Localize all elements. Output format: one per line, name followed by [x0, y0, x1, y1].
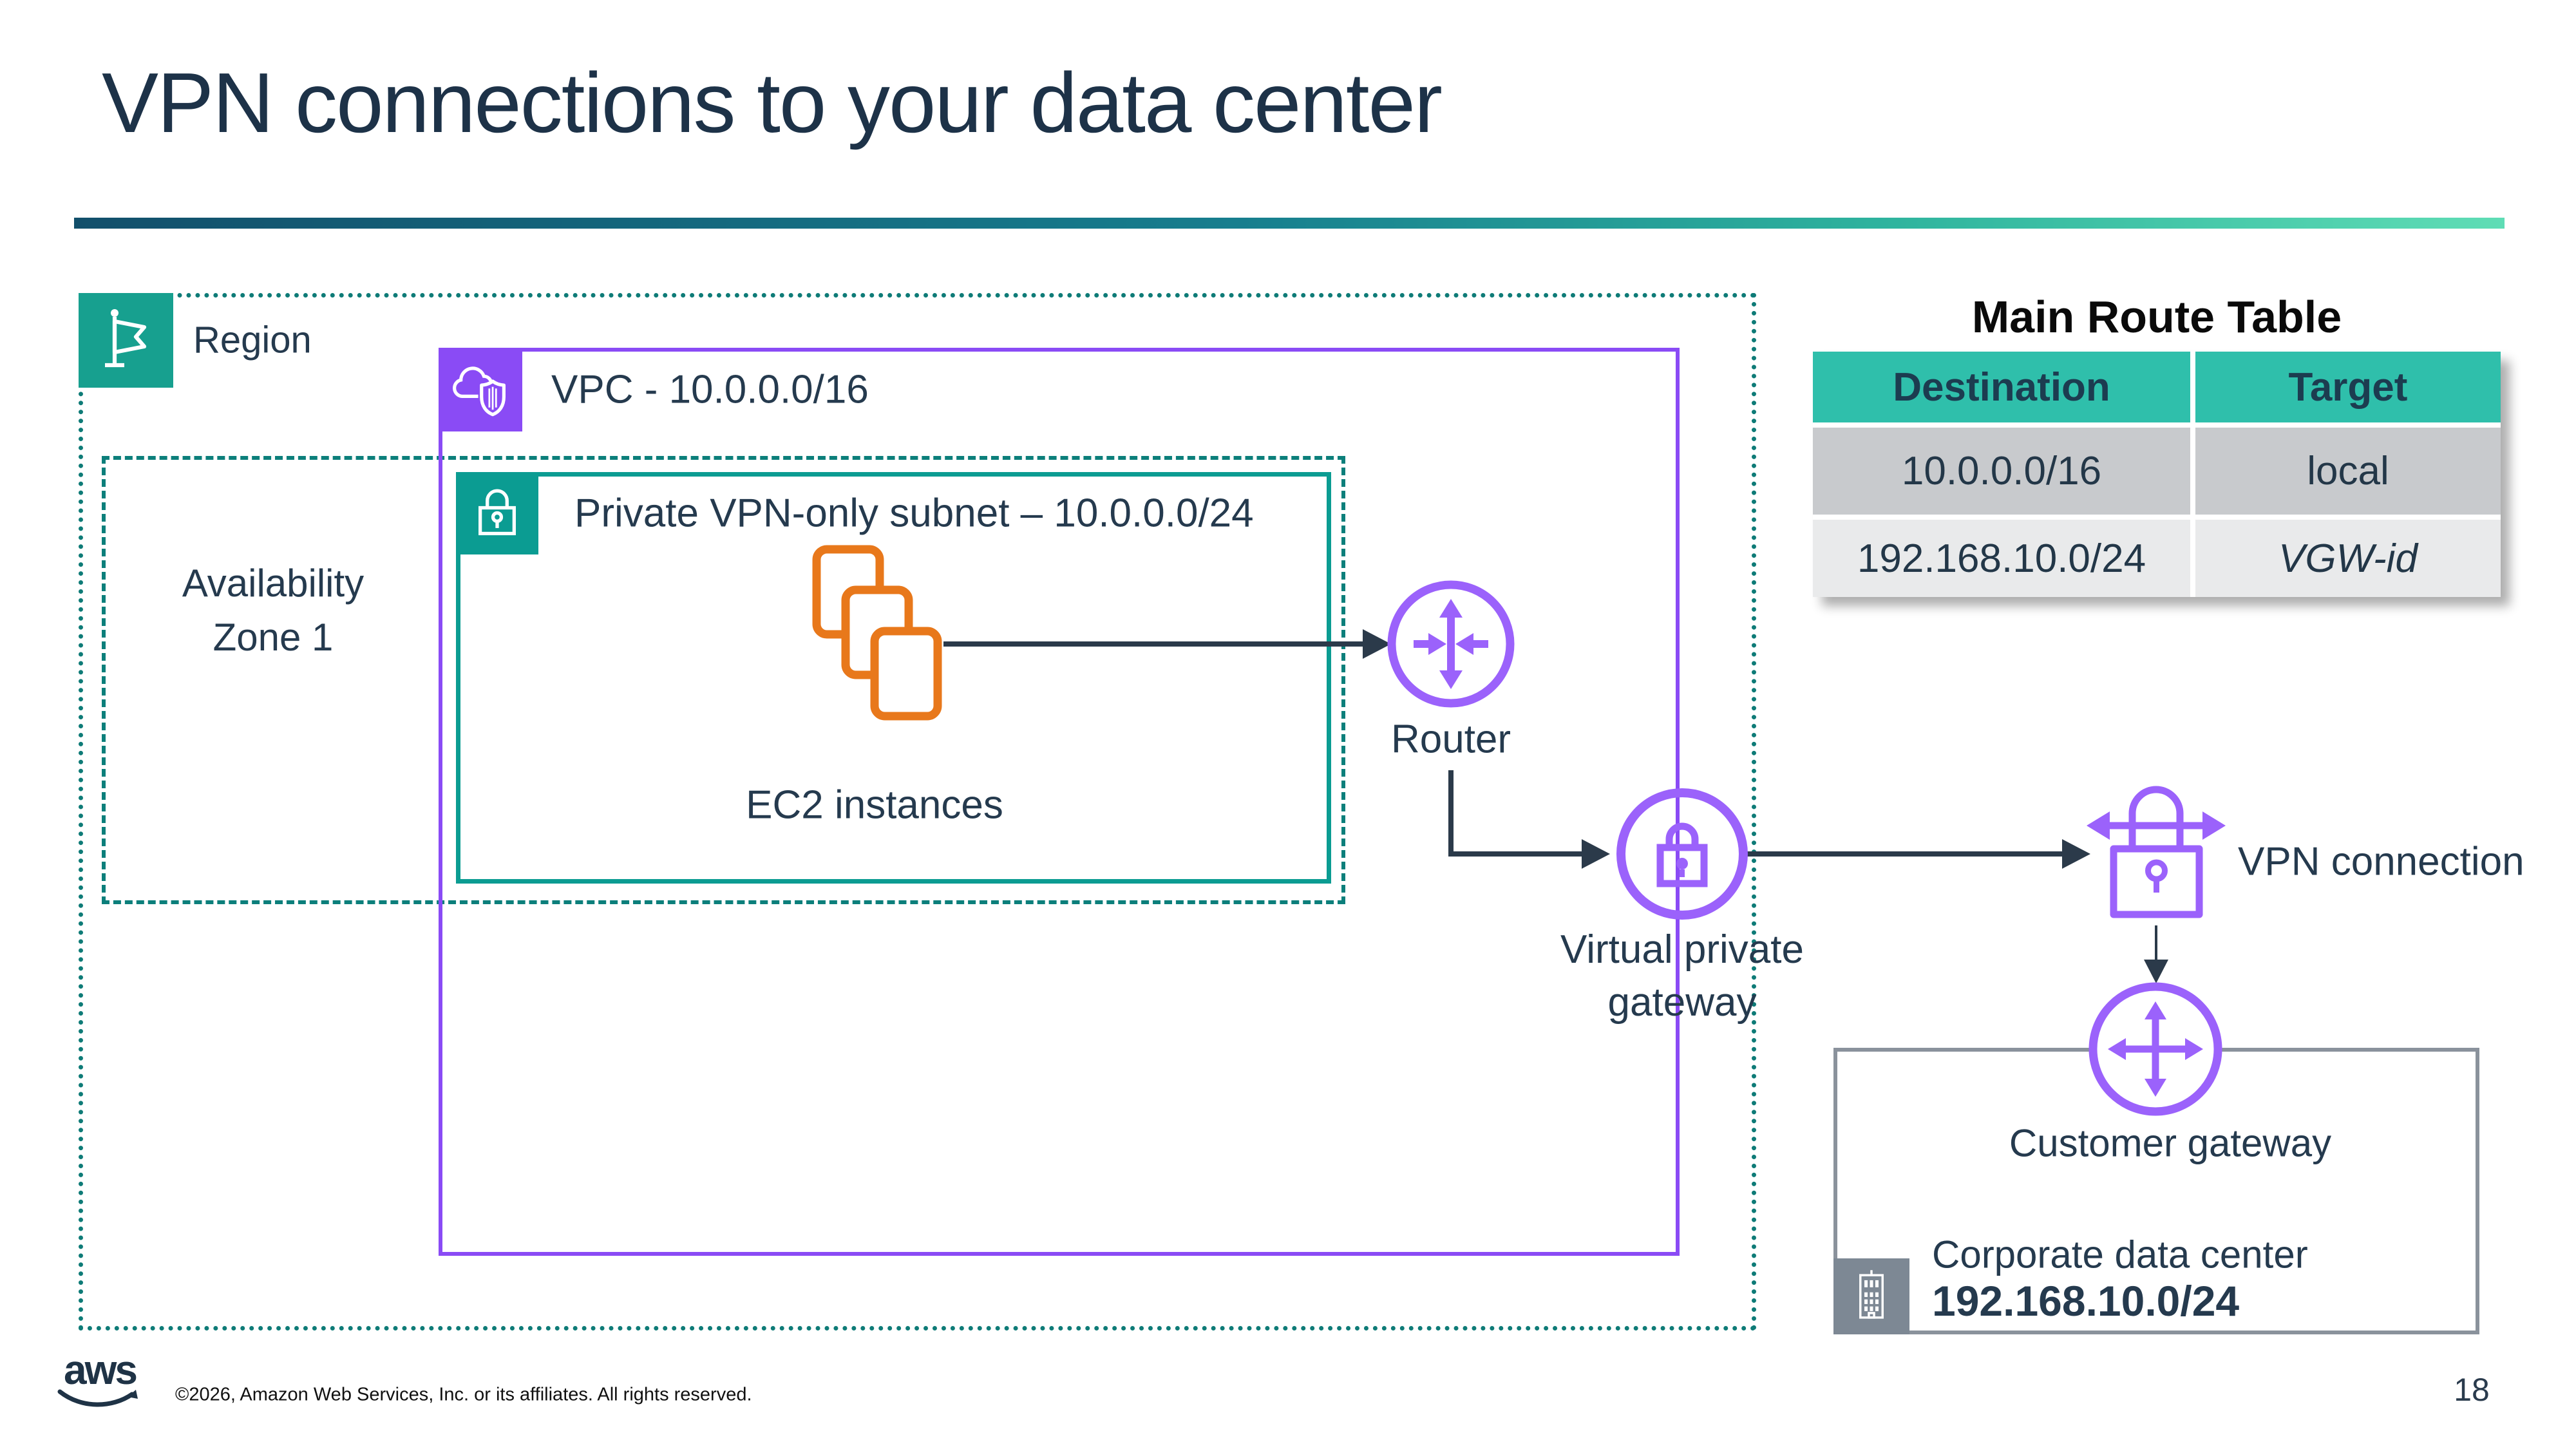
private-subnet-label: Private VPN-only subnet – 10.0.0.0/24 — [574, 491, 1254, 536]
vpn-connection-label: VPN connection — [2238, 839, 2524, 884]
title-gradient-rule — [74, 218, 2505, 229]
route-table-cell: 10.0.0.0/16 — [1813, 428, 2190, 515]
page-number: 18 — [2454, 1372, 2490, 1408]
ec2-instances-icon — [812, 545, 942, 721]
vpc-boundary-box — [439, 348, 1680, 1256]
copyright-text: ©2026, Amazon Web Services, Inc. or its … — [175, 1384, 752, 1405]
route-table-header-target: Target — [2195, 352, 2501, 422]
region-label: Region — [193, 319, 312, 361]
vpn-connection-icon — [2087, 786, 2226, 918]
virtual-private-gateway-label: Virtual private gateway — [1560, 927, 1804, 1025]
route-table-title: Main Route Table — [1971, 292, 2342, 342]
route-table: Destination Target 10.0.0.0/16 local 192… — [1813, 352, 2501, 597]
availability-zone-label: Availability Zone 1 — [182, 562, 365, 659]
region-boundary-box — [79, 293, 1756, 1331]
route-table-cell: local — [2195, 428, 2501, 515]
aws-wordmark: aws — [64, 1347, 138, 1393]
availability-zone-box — [102, 456, 1345, 904]
corporate-data-center-cidr: 192.168.10.0/24 — [1932, 1277, 2240, 1325]
corporate-building-icon — [1833, 1258, 1909, 1334]
aws-smile-icon — [57, 1389, 138, 1407]
customer-gateway-icon — [2088, 982, 2222, 1116]
route-table-cell: VGW-id — [2195, 520, 2501, 597]
router-label: Router — [1390, 717, 1511, 762]
vpc-icon — [439, 348, 522, 431]
vpc-label: VPC - 10.0.0.0/16 — [551, 367, 869, 412]
aws-logo: aws — [55, 1347, 145, 1410]
page-title: VPN connections to your data center — [102, 55, 1443, 150]
route-table-header-destination: Destination — [1813, 352, 2190, 422]
customer-gateway-label: Customer gateway — [2009, 1121, 2332, 1165]
virtual-private-gateway-icon — [1616, 788, 1748, 920]
private-subnet-box — [456, 472, 1331, 884]
corporate-data-center-label: Corporate data center — [1932, 1233, 2308, 1276]
router-icon — [1387, 580, 1515, 708]
private-subnet-lock-icon — [456, 472, 538, 554]
region-icon — [79, 293, 173, 388]
ec2-instances-label: EC2 instances — [746, 782, 1003, 828]
route-table-cell: 192.168.10.0/24 — [1813, 520, 2190, 597]
